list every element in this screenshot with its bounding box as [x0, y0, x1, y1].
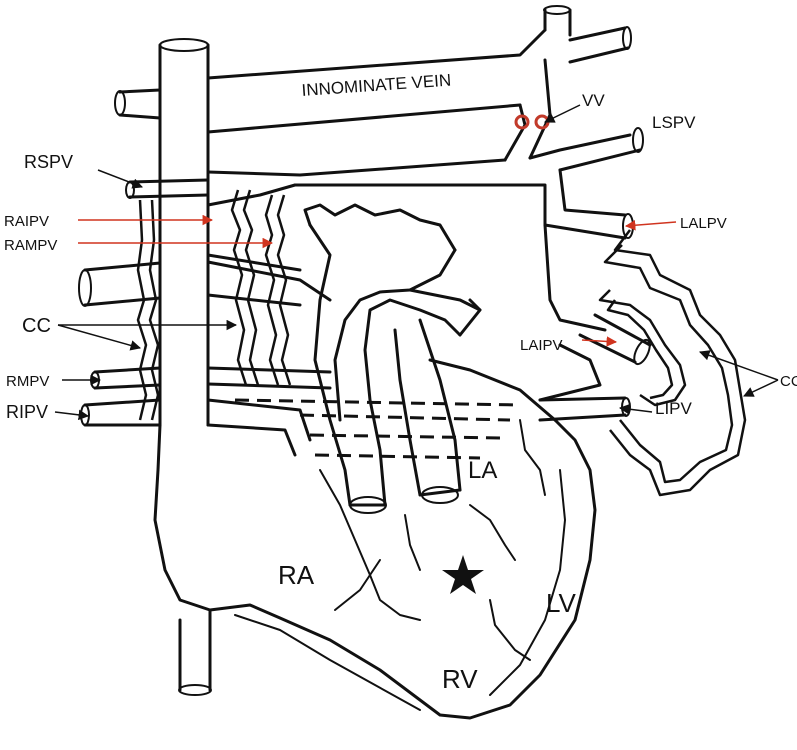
cc-right-arrow-1 [699, 350, 779, 381]
lipv-arrow [618, 403, 653, 415]
label-lalpv: LALPV [680, 215, 727, 232]
cc-right-arrow-2 [743, 379, 779, 397]
aortic-valve [349, 496, 387, 514]
innominate-vein [206, 5, 632, 134]
rspv-arrow [97, 169, 143, 189]
label-laipv: LAIPV [520, 337, 563, 354]
annotation-arrows [54, 104, 779, 421]
vv-ring-left [514, 114, 530, 130]
label-lipv: LIPV [655, 399, 693, 418]
label-cc-left: CC [22, 315, 51, 337]
star-icon [442, 555, 484, 594]
label-cc-right: CC [780, 373, 797, 390]
dashed-connections [234, 398, 521, 460]
aortic-arch [303, 203, 482, 514]
vertical-vein [503, 58, 552, 162]
label-rampv: RAMPV [4, 237, 57, 254]
pulmonary-valve [421, 486, 459, 504]
label-la: LA [468, 457, 497, 484]
label-raipv: RAIPV [4, 213, 49, 230]
laipv-arrow [581, 336, 618, 347]
collateral-channels-left [598, 229, 747, 497]
left-pulmonary-veins [538, 313, 652, 422]
label-rspv: RSPV [24, 152, 73, 172]
lalpv-arrow [624, 220, 677, 231]
superior-vena-cava [114, 38, 210, 427]
label-ripv: RIPV [6, 402, 48, 422]
heart-outline [153, 358, 597, 720]
cc-left-arrow-1 [57, 324, 142, 351]
label-rmpv: RMPV [6, 373, 49, 390]
ripv-arrow [54, 409, 90, 421]
collateral-channels-right [136, 189, 292, 421]
label-lspv: LSPV [652, 113, 696, 132]
right-pulmonary-veins [78, 178, 332, 457]
pulmonary-venous-confluence [206, 127, 644, 402]
label-lv: LV [546, 588, 577, 618]
label-vv: VV [582, 91, 605, 110]
label-rv: RV [442, 664, 478, 694]
vv-arrow [544, 104, 581, 123]
label-ra: RA [278, 560, 315, 590]
label-innominate-vein: INNOMINATE VEIN [301, 71, 452, 100]
